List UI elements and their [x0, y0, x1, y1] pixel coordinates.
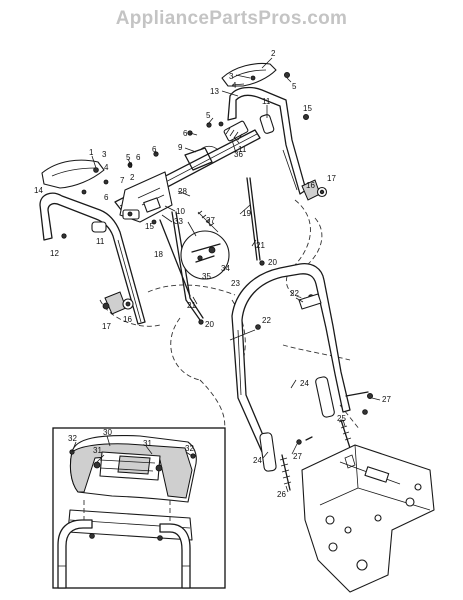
callout-24: 24: [300, 379, 309, 388]
lower-handle-assembly: [231, 262, 351, 453]
callout-14: 14: [34, 186, 43, 195]
callout-31: 31: [143, 439, 152, 448]
callout-labels: 2 3 4 5 13 11 15 5 6 9 11 36 1 3 4 5 6 6…: [34, 49, 391, 499]
callout-7: 7: [120, 176, 125, 185]
cable-clip-detail: [180, 221, 230, 280]
inset-detail-box: [52, 427, 226, 589]
callout-11: 11: [262, 97, 271, 106]
callout-2: 2: [271, 49, 276, 58]
callout-32: 32: [68, 434, 77, 443]
callout-22: 22: [262, 316, 271, 325]
callout-30: 30: [103, 428, 112, 437]
callout-24: 24: [253, 456, 262, 465]
callout-6: 6: [152, 145, 157, 154]
watermark-text: AppliancePartsPros.com: [115, 8, 348, 29]
callout-18: 18: [154, 250, 163, 259]
callout-10: 10: [176, 207, 185, 216]
callout-6: 6: [136, 153, 141, 162]
callout-3: 3: [229, 72, 234, 81]
callout-22: 22: [290, 289, 299, 298]
callout-17: 17: [327, 174, 336, 183]
callout-19: 19: [242, 209, 251, 218]
callout-36: 36: [234, 150, 243, 159]
callout-23: 23: [231, 279, 240, 288]
center-linkage-shaft: [114, 120, 261, 233]
callout-11: 11: [238, 145, 247, 154]
left-handle-tube: [39, 192, 146, 325]
callout-26: 26: [277, 490, 286, 499]
callout-37: 37: [206, 216, 215, 225]
callout-1: 1: [89, 148, 94, 157]
callout-6: 6: [104, 193, 109, 202]
callout-5: 5: [292, 82, 297, 91]
callout-34: 34: [221, 264, 230, 273]
callout-32: 32: [185, 444, 194, 453]
callout-20: 20: [205, 320, 214, 329]
callout-16: 16: [123, 315, 132, 324]
callout-28: 28: [178, 187, 187, 196]
left-control-lever: [41, 151, 159, 195]
callout-12: 12: [50, 249, 59, 258]
callout-21: 21: [256, 241, 265, 250]
callout-17: 17: [102, 322, 111, 331]
callout-21: 21: [187, 301, 196, 310]
callout-33: 33: [174, 217, 183, 226]
leader-lines: [71, 57, 381, 493]
callout-4: 4: [104, 163, 109, 172]
right-handle-tube: [227, 86, 309, 195]
callout-5: 5: [206, 111, 211, 120]
callout-13: 13: [210, 87, 219, 96]
callout-6: 6: [183, 129, 188, 138]
callout-11: 11: [96, 237, 105, 246]
callout-4: 4: [232, 81, 237, 90]
callout-5: 5: [126, 153, 131, 162]
callout-9: 9: [178, 143, 183, 152]
callout-15: 15: [145, 222, 154, 231]
pivot-brackets: [102, 179, 328, 315]
callout-2: 2: [130, 173, 135, 182]
callout-8: 8: [128, 161, 133, 170]
callout-31: 31: [93, 446, 102, 455]
callout-16: 16: [306, 181, 315, 190]
right-control-lever: [221, 62, 290, 87]
callout-27: 27: [293, 452, 302, 461]
callout-15: 15: [303, 104, 312, 113]
frame-housing: [301, 444, 435, 593]
callout-3: 3: [102, 150, 107, 159]
callout-25: 25: [337, 414, 346, 423]
callout-20: 20: [268, 258, 277, 267]
callout-27: 27: [382, 395, 391, 404]
callout-35: 35: [202, 272, 211, 281]
control-rods: [159, 177, 265, 325]
